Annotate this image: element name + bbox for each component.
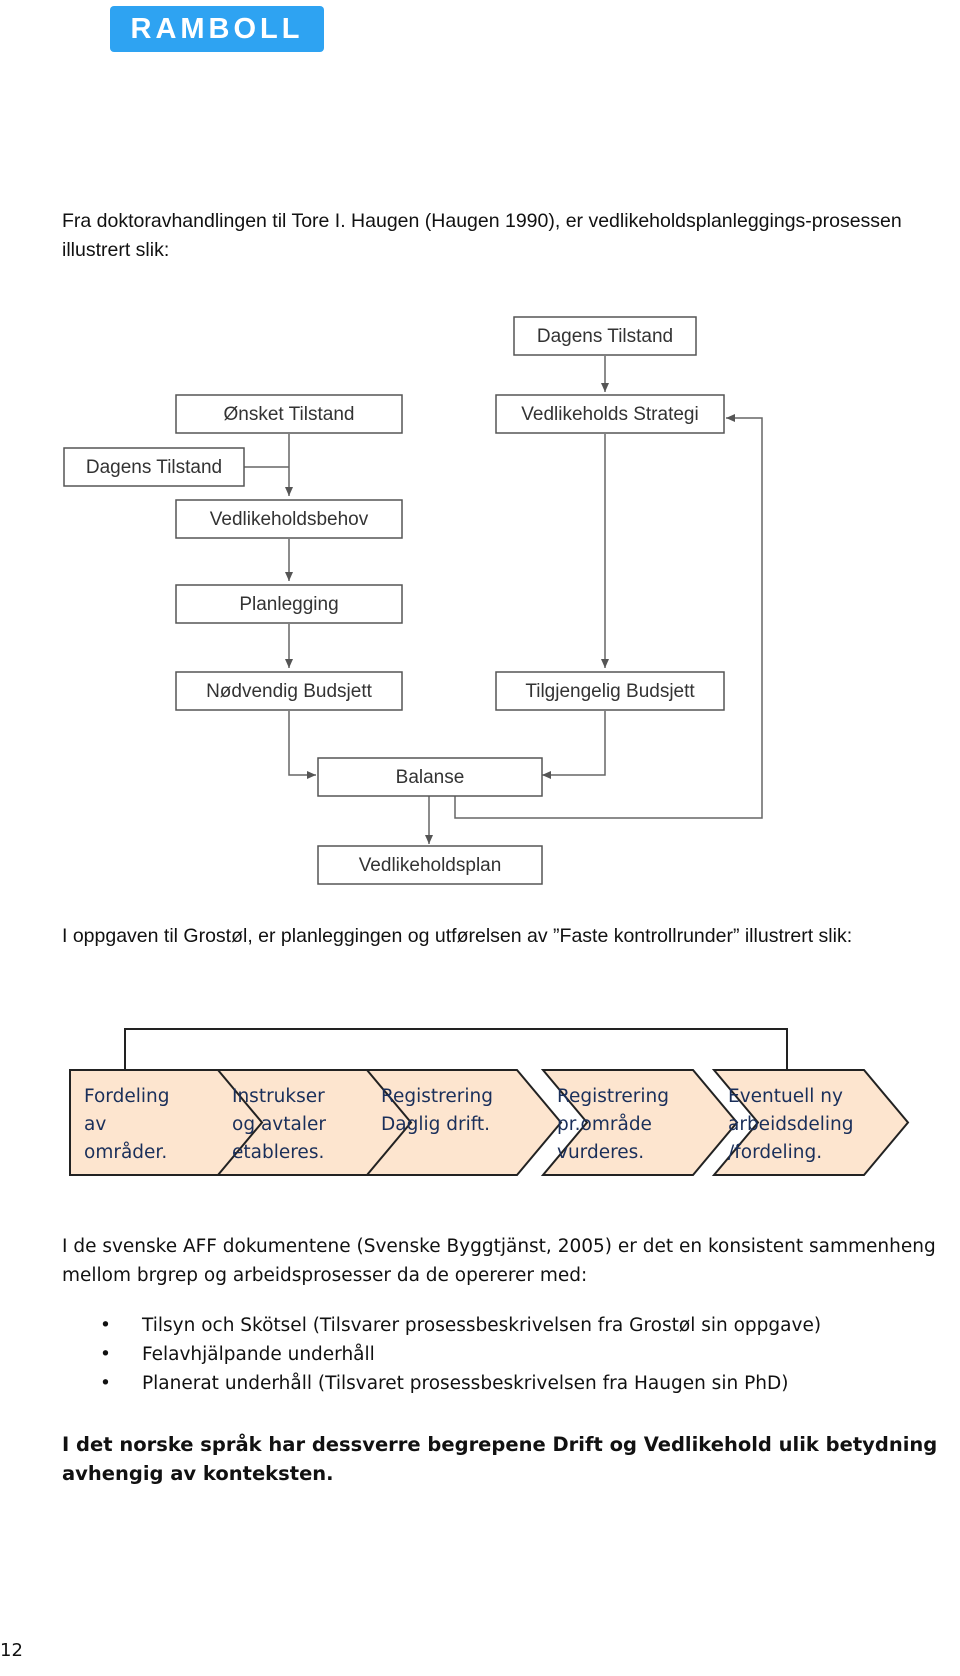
process-step-label: Daglig drift.	[381, 1114, 490, 1135]
box-dagens-tilstand-left: Dagens Tilstand	[63, 447, 245, 487]
svg-text:Dagens Tilstand: Dagens Tilstand	[537, 326, 673, 347]
list-item: Planerat underhåll (Tilsvaret prosessbes…	[100, 1369, 821, 1398]
process-step-label: og avtaler	[232, 1114, 326, 1135]
svg-text:Nødvendig Budsjett: Nødvendig Budsjett	[206, 681, 373, 702]
box-onsket-tilstand: Ønsket Tilstand	[175, 394, 403, 434]
box-vedlikeholdsbehov: Vedlikeholdsbehov	[175, 499, 403, 539]
box-balanse: Balanse	[317, 757, 543, 797]
intro-paragraph: Fra doktoravhandlingen til Tore I. Hauge…	[62, 210, 902, 261]
box-vedlikeholdsplan: Vedlikeholdsplan	[317, 845, 543, 885]
process-step-fordeling: Fordeling av områder.	[69, 1069, 266, 1176]
process-step-eventuell-ny: Eventuell ny arbeidsdeling/fordeling.	[711, 1069, 910, 1176]
process-step-label: Instrukser	[232, 1086, 325, 1107]
svg-text:Vedlikeholdsplan: Vedlikeholdsplan	[359, 855, 502, 876]
process-loop-line	[124, 1028, 788, 1070]
conclusion-paragraph: I det norske språk har dessverre begrepe…	[62, 1433, 938, 1485]
maintenance-planning-flowchart: Dagens Tilstand Ønsket Tilstand Vedlikeh…	[63, 316, 763, 885]
svg-text:Ønsket Tilstand: Ønsket Tilstand	[224, 404, 355, 425]
svg-text:Vedlikeholdsbehov: Vedlikeholdsbehov	[210, 509, 369, 530]
connector	[542, 711, 606, 779]
svg-text:Planlegging: Planlegging	[239, 594, 338, 615]
process-step-label: pr.område	[557, 1114, 652, 1135]
process-step-label: arbeidsdeling	[728, 1114, 853, 1135]
ramboll-logo: RAMBOLL	[110, 6, 324, 52]
process-step-label: av	[84, 1114, 106, 1135]
process-step-label: Fordeling	[84, 1086, 169, 1107]
chevron-shape	[711, 1069, 910, 1176]
svg-text:Balanse: Balanse	[396, 767, 465, 788]
feedback-loop	[454, 414, 763, 819]
process-step-label: områder.	[84, 1142, 167, 1163]
box-dagens-tilstand-top: Dagens Tilstand	[513, 316, 697, 356]
list-item: Tilsyn och Skötsel (Tilsvarer prosessbes…	[100, 1311, 821, 1340]
svg-text:Tilgjengelig Budsjett: Tilgjengelig Budsjett	[525, 681, 695, 702]
box-nodvendig-budsjett: Nødvendig Budsjett	[175, 671, 403, 711]
list-item: Felavhjälpande underhåll	[100, 1340, 821, 1369]
swedish-paragraph: I de svenske AFF dokumentene (Svenske By…	[62, 1236, 936, 1286]
process-step-label: Eventuell ny	[728, 1086, 843, 1107]
box-vedlikeholds-strategi: Vedlikeholds Strategi	[495, 394, 725, 434]
process-step-registrering-omrade: Registrering pr.område vurderes.	[540, 1069, 739, 1176]
box-planlegging: Planlegging	[175, 584, 403, 624]
chevron-shape	[540, 1069, 739, 1176]
box-tilgjengelig-budsjett: Tilgjengelig Budsjett	[495, 671, 725, 711]
process-step-label: /fordeling.	[728, 1142, 822, 1163]
kontrollrunder-process-diagram: Fordeling av områder. Instrukser og avtaler e…	[69, 1028, 910, 1176]
chevron-shape	[364, 1069, 563, 1176]
connector	[288, 711, 316, 779]
svg-text:Dagens Tilstand: Dagens Tilstand	[86, 457, 222, 478]
process-step-label: vurderes.	[557, 1142, 644, 1163]
bullet-list: Tilsyn och Skötsel (Tilsvarer prosessbes…	[100, 1311, 821, 1398]
svg-text:Vedlikeholds Strategi: Vedlikeholds Strategi	[521, 404, 698, 425]
second-intro-paragraph: I oppgaven til Grostøl, er planleggingen…	[62, 925, 853, 947]
process-step-label: Registrering	[381, 1086, 493, 1107]
process-step-label: etableres.	[232, 1142, 324, 1163]
page-number: 12	[0, 1640, 23, 1661]
process-step-label: Registrering	[557, 1086, 669, 1107]
